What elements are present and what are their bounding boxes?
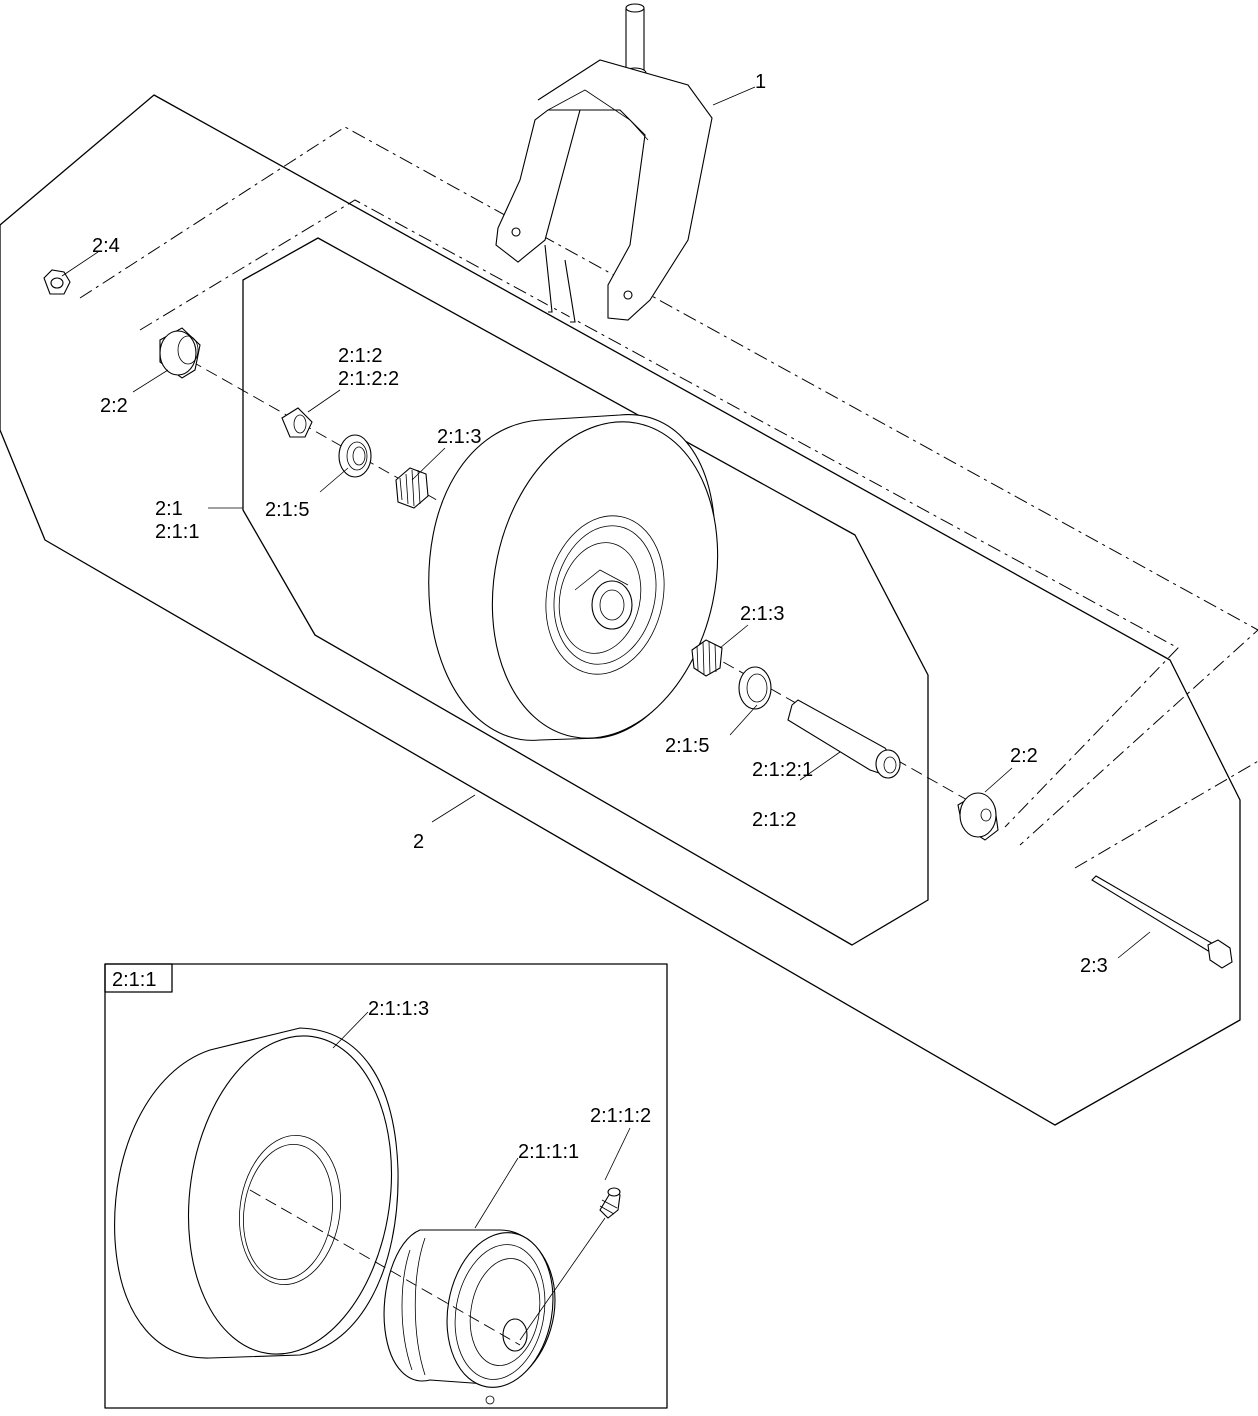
callout-2-1-3-right: 2:1:3 [740,603,784,625]
bolt-axis-lower [1074,760,1258,869]
callout-2-4: 2:4 [92,235,120,257]
bolt-part-2-3 [1091,875,1233,969]
callout-2-1-2-1: 2:1:2:1 [752,759,813,781]
inset-callout-rim: 2:1:1:1 [518,1141,579,1163]
leader-lines [61,86,1151,959]
assembly-boundary-2 [0,94,1241,1126]
callout-1: 1 [755,71,766,93]
spacer-part-2-2-left [159,327,201,379]
bearing-part-2-1-3-right [691,639,723,677]
callout-2-1-2-2: 2:1:2:2 [338,368,399,390]
seal-part-2-1-5-left [338,434,372,478]
inset-title: 2:1:1 [112,969,156,991]
inset-tire-part [114,1027,399,1359]
callout-2-1-1: 2:1:1 [155,521,199,543]
callout-2-1-2: 2:1:2 [338,345,382,367]
bearing-part-2-1-3-left [395,467,429,509]
callout-2-1-2-b: 2:1:2 [752,809,796,831]
inset-callout-tire: 2:1:1:3 [368,998,429,1020]
fork-part [495,3,713,323]
spacer-part-2-2-right [957,792,999,841]
seal-part-2-1-5-right [738,666,772,710]
spacer-part-2-1-2 [281,407,313,438]
inset-rim-part [383,1229,556,1405]
inset-valve-part [599,1187,621,1219]
axle-tube-part-2-1-2-1 [787,699,901,779]
callout-2-2-left: 2:2 [100,395,128,417]
assembly-boundary-2-1 [242,237,929,946]
wheel-assembly-part [428,414,719,741]
callout-2-2-right: 2:2 [1010,745,1038,767]
callout-2-1-5-right: 2:1:5 [665,735,709,757]
callout-2-3: 2:3 [1080,955,1108,977]
inset-detail-2-1-1: 2:1:1 2:1:1:3 [104,963,668,1409]
callout-2-1: 2:1 [155,498,183,520]
nut-part-2-4 [43,269,71,295]
fork-axis-outer [79,126,1258,846]
callout-2-1-5-left: 2:1:5 [265,499,309,521]
inset-callout-valve: 2:1:1:2 [590,1105,651,1127]
callout-2-1-3-left: 2:1:3 [437,426,481,448]
callout-2: 2 [413,831,424,853]
